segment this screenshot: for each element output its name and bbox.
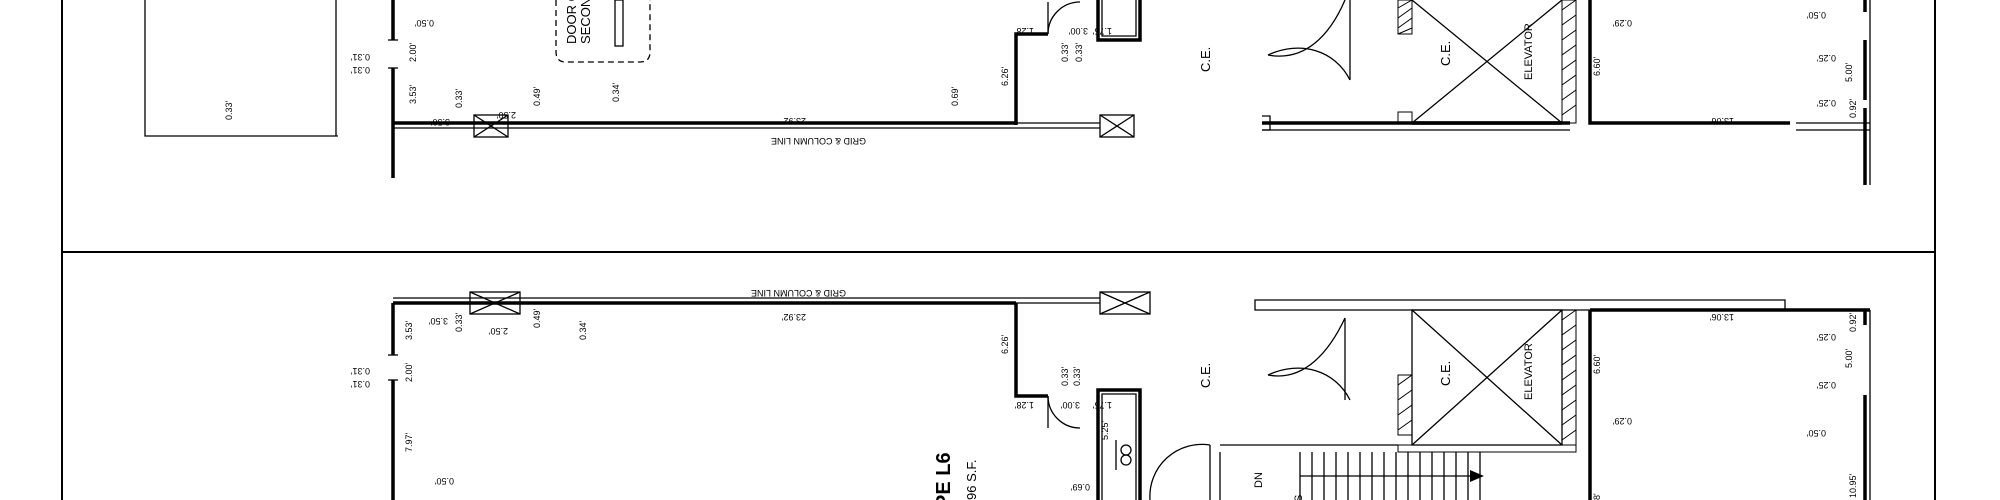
dimension-label: 3.00' <box>1060 400 1080 410</box>
unit-type-label: PE L6 <box>933 452 955 500</box>
dimension-label: 0.49' <box>532 86 542 106</box>
dimension-label: 0.25' <box>1816 53 1836 63</box>
dimension-label: 0.92' <box>1848 98 1858 118</box>
dimension-label: 0.31' <box>350 366 370 376</box>
dimension-label: 3.53' <box>404 320 414 340</box>
dimension-label: 0.29' <box>1612 18 1632 28</box>
dimension-label: 0.34' <box>578 320 588 340</box>
elevator-label: ELEVATOR <box>1523 343 1535 400</box>
dimension-label: 6.26' <box>1000 334 1010 354</box>
door-note-label: DOOR ON <box>564 0 579 44</box>
ce-label: C.E. <box>1198 47 1213 72</box>
dimension-label: 23.92' <box>781 312 806 322</box>
stair-rise-label: RS <box>1293 495 1305 500</box>
dimension-label: 0.33' <box>1072 366 1082 386</box>
dimension-label: 0.33' <box>1074 42 1084 62</box>
dimension-label: 13.06' <box>1709 116 1734 126</box>
lower-unit-plan <box>388 291 1871 500</box>
dimension-label: 2.00' <box>408 42 418 62</box>
dimension-label: 2.00' <box>404 362 414 382</box>
dimension-label: 0.33' <box>224 100 234 120</box>
door-note-label: SECOND <box>578 0 593 44</box>
dimension-label: 3.50' <box>428 316 448 326</box>
dimension-label: 6.60' <box>1592 56 1602 76</box>
dimension-label: 0.69' <box>1070 482 1090 492</box>
dimension-label: 0.25' <box>1816 380 1836 390</box>
dimension-label: 0.34' <box>611 82 621 102</box>
dimension-label: 5.00' <box>1844 348 1854 368</box>
dimension-label: 0.50' <box>414 18 434 28</box>
dimension-label: 3.53' <box>408 84 418 104</box>
lower-plan-dimensions: 0.33' 3.50' 2.50' 0.49' 0.34' 23.92' 3.5… <box>350 308 1858 500</box>
dimension-label: 3.50' <box>430 117 450 127</box>
dimension-label: 10.95' <box>1848 473 1858 498</box>
dimension-label: 0.33' <box>1060 366 1070 386</box>
dimension-label: 1.75' <box>1092 26 1112 36</box>
column <box>1099 114 1135 138</box>
unit-area-label: 96 S.F. <box>964 460 979 500</box>
dimension-label: 0.50' <box>1806 428 1826 438</box>
dimension-label: 0.49' <box>532 308 542 328</box>
upper-plan-dimensions: 0.33' 0.50' 0.31' 0.31' 2.00' 3.53' 0.33… <box>224 10 1858 127</box>
dimension-label: 0.50' <box>1806 10 1826 20</box>
column <box>473 114 509 138</box>
dimension-label: 0.31' <box>350 65 370 75</box>
upper-unit-plan <box>144 0 1871 185</box>
lower-plan-labels: GRID & COLUMN LINE C.E. C.E. ELEVATOR DN… <box>751 288 1535 500</box>
column <box>469 291 521 315</box>
dimension-label: 5.00' <box>1844 62 1854 82</box>
ce-label: C.E. <box>1198 363 1213 388</box>
dimension-label: 0.69' <box>950 86 960 106</box>
dimension-label: 2.50' <box>488 326 508 336</box>
dimension-label: 6.60' <box>1592 354 1602 374</box>
ce-label: C.E. <box>1438 361 1453 386</box>
dimension-label: 3.00' <box>1068 26 1088 36</box>
grid-column-line-label: GRID & COLUMN LINE <box>751 288 846 298</box>
ce-label: C.E. <box>1438 41 1453 66</box>
dimension-label: 5.25' <box>1100 420 1110 440</box>
dimension-label: 0.31' <box>350 52 370 62</box>
dimension-label: 0.31' <box>350 379 370 389</box>
dimension-label: 1.75' <box>1092 400 1112 410</box>
column <box>1099 291 1151 315</box>
dimension-label: 23.92' <box>781 116 806 126</box>
stair-down-label: DN <box>1253 472 1265 488</box>
dimension-label: 0.50' <box>434 476 454 486</box>
dimension-label: 7.97' <box>404 432 414 452</box>
dimension-label: 0.92' <box>1848 312 1858 332</box>
dimension-label: 0.29' <box>1612 416 1632 426</box>
dimension-label: 0.33' <box>1060 42 1070 62</box>
dimension-label: 6.26' <box>1000 66 1010 86</box>
dimension-label: 0.25' <box>1816 98 1836 108</box>
dimension-label: 1.28' <box>1014 26 1034 36</box>
grid-column-line-label: GRID & COLUMN LINE <box>771 136 866 146</box>
sheet-border <box>61 0 1936 500</box>
dimension-label: 0.33' <box>454 88 464 108</box>
upper-plan-labels: GRID & COLUMN LINE DOOR ON SECOND C.E. C… <box>564 0 1535 146</box>
dimension-label: 8' <box>1592 493 1602 500</box>
dimension-label: 0.25' <box>1816 332 1836 342</box>
dimension-label: 1.28' <box>1014 400 1034 410</box>
dimension-label: 0.33' <box>454 312 464 332</box>
dimension-label: 13.06' <box>1709 312 1734 322</box>
elevator-label: ELEVATOR <box>1523 23 1535 80</box>
dimension-label: 2.50' <box>496 110 516 120</box>
